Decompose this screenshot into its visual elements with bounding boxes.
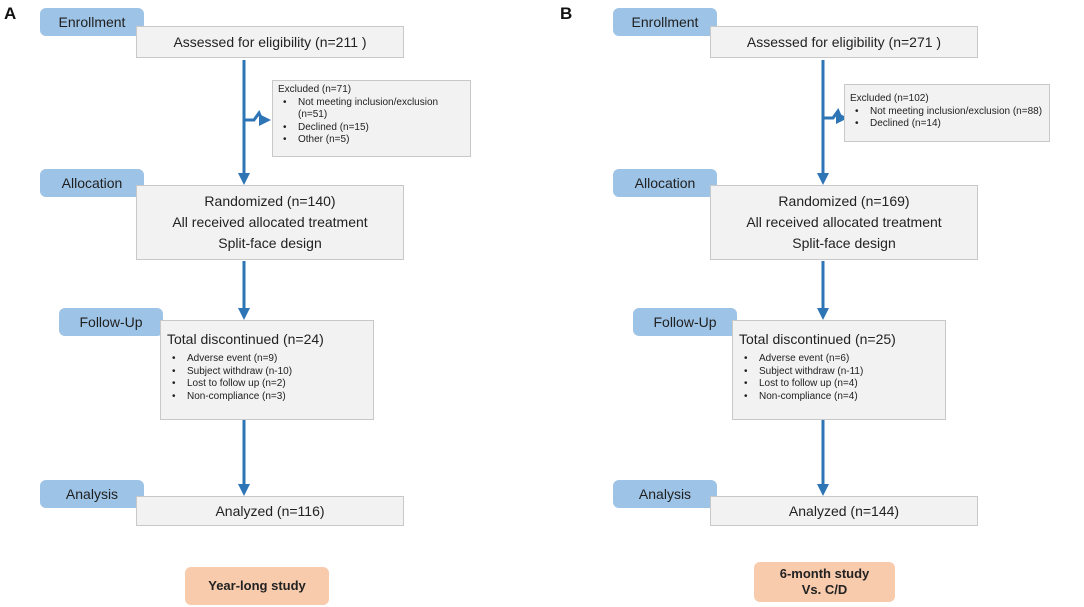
discontinued-box: Total discontinued (n=24) Adverse event … [160,320,374,420]
study-label-line: 6-month study [779,566,870,581]
assessed-text: Assessed for eligibility (n=271 ) [746,33,942,50]
excluded-item: Not meeting inclusion/exclusion (n=88) [850,106,1044,119]
study-label: Year-long study [185,567,329,605]
discontinued-item: Adverse event (n=9) [167,353,367,366]
discontinued-item: Subject withdraw (n-11) [739,366,939,379]
excluded-item: Declined (n=15) [278,122,465,135]
stage-follow-up: Follow-Up [633,308,737,336]
excluded-box: Excluded (n=102) Not meeting inclusion/e… [844,84,1050,142]
excluded-item: Other (n=5) [278,134,465,147]
randomized-line: Randomized (n=169) [778,193,910,209]
excluded-box: Excluded (n=71) Not meeting inclusion/ex… [272,80,471,157]
discontinued-title: Total discontinued (n=24) [167,331,324,347]
panel-letter: A [4,4,17,23]
excluded-title: Excluded (n=71) [278,84,352,95]
stage-analysis: Analysis [613,480,717,508]
excluded-title: Excluded (n=102) [850,93,929,104]
arrow-to-excluded [244,109,271,126]
randomized-box: Randomized (n=140) All received allocate… [136,185,404,260]
study-label: 6-month study Vs. C/D [754,562,895,602]
discontinued-title: Total discontinued (n=25) [739,331,896,347]
assessed-box: Assessed for eligibility (n=211 ) [136,26,404,58]
discontinued-item: Lost to follow up (n=2) [167,378,367,391]
stage-enrollment: Enrollment [613,8,717,36]
arrow-to-excluded [823,107,848,124]
stage-enrollment: Enrollment [40,8,144,36]
discontinued-item: Subject withdraw (n-10) [167,366,367,379]
randomized-line: Randomized (n=140) [204,193,336,209]
discontinued-item: Non-compliance (n=4) [739,391,939,404]
stage-follow-up: Follow-Up [59,308,163,336]
randomized-line: Split-face design [792,235,896,251]
panel-letter: B [560,4,573,23]
analyzed-text: Analyzed (n=144) [788,502,900,519]
randomized-line: Split-face design [218,235,322,251]
analyzed-text: Analyzed (n=116) [215,502,325,519]
stage-analysis: Analysis [40,480,144,508]
stage-allocation: Allocation [613,169,717,197]
discontinued-box: Total discontinued (n=25) Adverse event … [732,320,946,420]
randomized-line: All received allocated treatment [172,214,368,230]
study-label-line: Year-long study [208,578,306,593]
flow-panel-a: A Enrollment Allocation Follow-Up Analys… [0,0,542,607]
discontinued-item: Non-compliance (n=3) [167,391,367,404]
discontinued-item: Lost to follow up (n=4) [739,378,939,391]
randomized-box: Randomized (n=169) All received allocate… [710,185,978,260]
analyzed-box: Analyzed (n=116) [136,496,404,526]
analyzed-box: Analyzed (n=144) [710,496,978,526]
excluded-item: Not meeting inclusion/exclusion (n=51) [278,97,465,122]
excluded-item: Declined (n=14) [850,118,1044,131]
assessed-box: Assessed for eligibility (n=271 ) [710,26,978,58]
assessed-text: Assessed for eligibility (n=211 ) [173,33,367,50]
flow-panel-b: B Enrollment Allocation Follow-Up Analys… [560,0,1084,607]
stage-allocation: Allocation [40,169,144,197]
study-label-line: Vs. C/D [801,582,848,597]
randomized-line: All received allocated treatment [746,214,942,230]
discontinued-item: Adverse event (n=6) [739,353,939,366]
